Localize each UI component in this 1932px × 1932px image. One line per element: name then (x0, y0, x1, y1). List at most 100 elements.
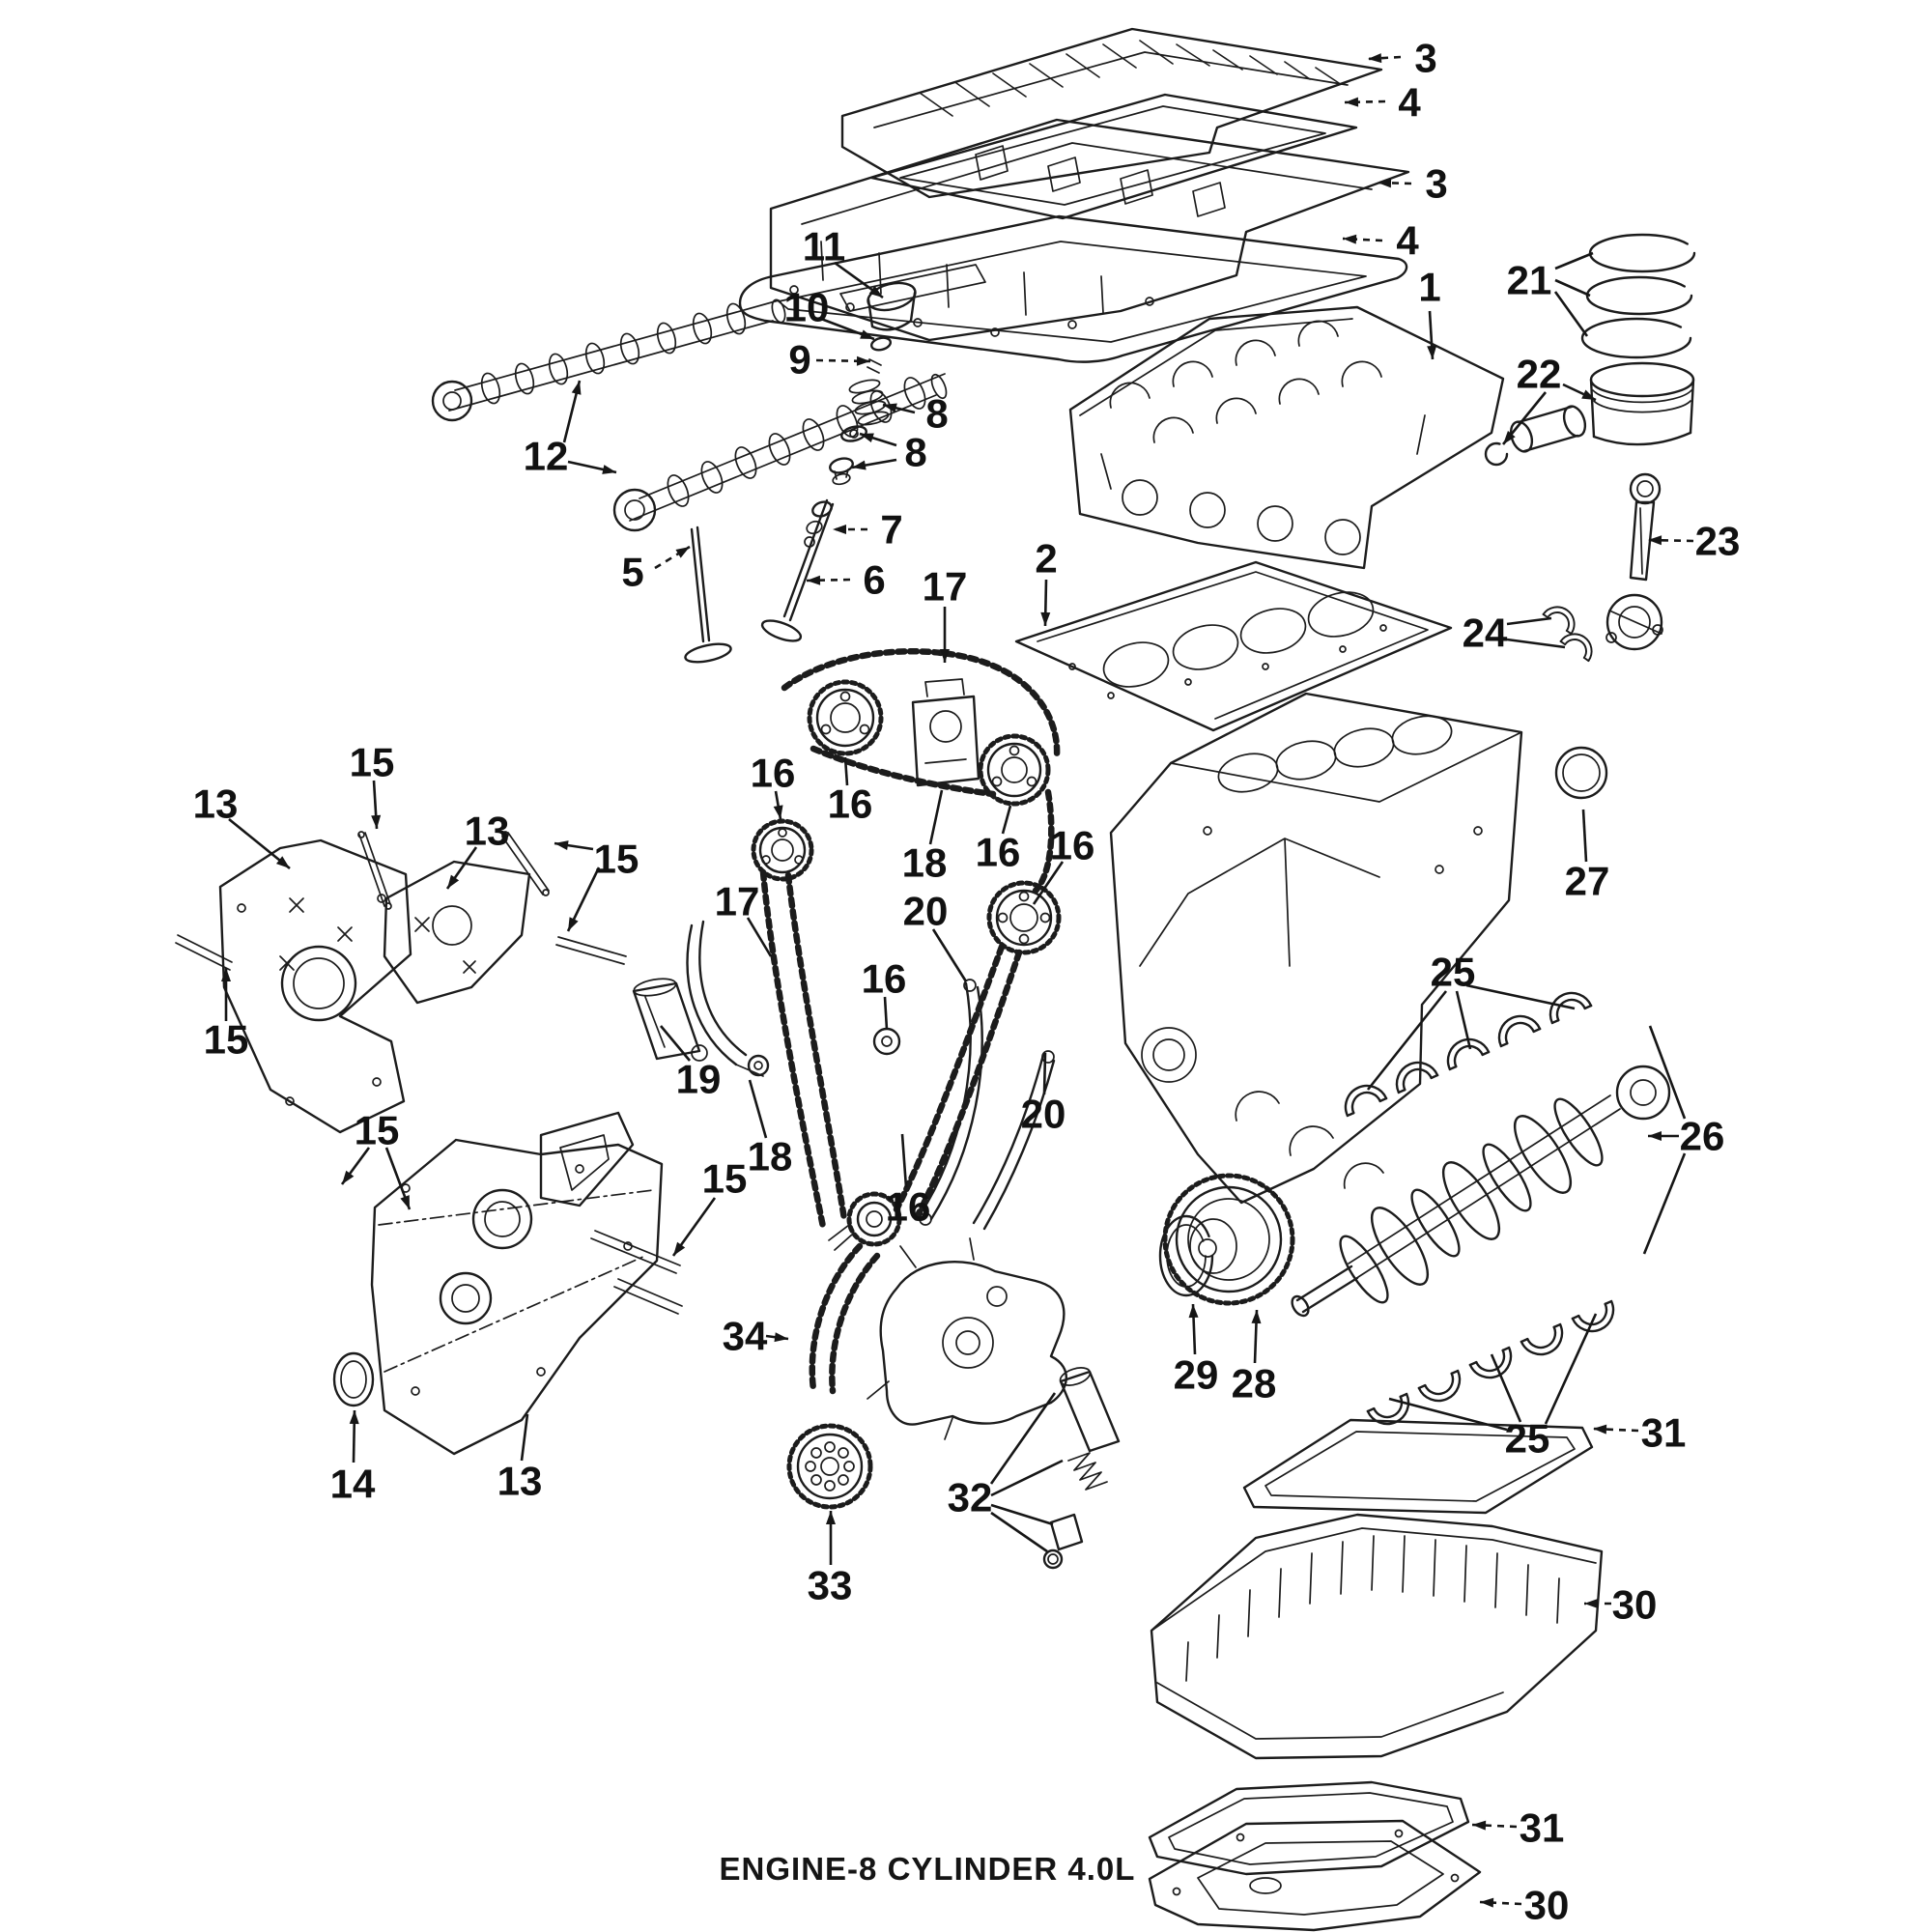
callout-31[interactable]: 31 (1641, 1410, 1687, 1456)
callout-1[interactable]: 1 (1418, 265, 1440, 310)
leader-arrowhead (1343, 234, 1357, 244)
leader-arrowhead (856, 355, 870, 366)
head-gasket-drawing (1014, 560, 1453, 732)
callout-28[interactable]: 28 (1232, 1361, 1277, 1406)
engine-block-drawing (1109, 692, 1523, 1205)
leader-arrowhead (1345, 97, 1359, 107)
callout-15[interactable]: 15 (355, 1108, 400, 1153)
leader-arrowhead (1427, 345, 1437, 359)
oil-pan-lower-drawing (1148, 1819, 1482, 1932)
callout-11[interactable]: 11 (803, 224, 845, 270)
callout-6[interactable]: 6 (863, 557, 885, 603)
leader-arrowhead (773, 805, 783, 819)
leader-arrowhead (571, 381, 582, 395)
callout-20[interactable]: 20 (903, 889, 949, 934)
callout-34[interactable]: 34 (723, 1314, 768, 1359)
leader-line (990, 1459, 1064, 1497)
callout-24[interactable]: 24 (1463, 611, 1508, 656)
callout-23[interactable]: 23 (1695, 519, 1741, 564)
callout-16[interactable]: 16 (976, 830, 1021, 875)
oil-pan-upper-drawing (1150, 1513, 1604, 1760)
oil-pump-sprocket-drawing (786, 1423, 873, 1510)
callout-5[interactable]: 5 (621, 550, 643, 595)
oil-pump-drawing (867, 1237, 1067, 1440)
callout-8[interactable]: 8 (925, 391, 948, 437)
callout-27[interactable]: 27 (1565, 859, 1610, 904)
callout-15[interactable]: 15 (204, 1017, 249, 1063)
callout-13[interactable]: 13 (465, 809, 510, 854)
callout-16[interactable]: 16 (828, 781, 873, 827)
leader-line (843, 756, 849, 786)
callout-15[interactable]: 15 (702, 1156, 748, 1202)
callout-8[interactable]: 8 (904, 430, 926, 475)
leader-line (746, 917, 773, 957)
callout-16[interactable]: 16 (886, 1184, 931, 1230)
callout-3[interactable]: 3 (1425, 161, 1447, 207)
leader-arrowhead (400, 1195, 410, 1209)
cylinder-head-drawing (1068, 305, 1505, 570)
front-crank-seal-drawing (1158, 1214, 1214, 1297)
callout-25[interactable]: 25 (1505, 1416, 1550, 1462)
leader-line (748, 1079, 768, 1139)
callout-19[interactable]: 19 (676, 1057, 722, 1102)
callout-30[interactable]: 30 (1612, 1582, 1658, 1628)
callout-29[interactable]: 29 (1174, 1352, 1219, 1398)
callout-4[interactable]: 4 (1396, 218, 1419, 264)
leader-line (815, 358, 871, 363)
leader-arrowhead (602, 465, 616, 474)
left-cam-sprocket-drawing (751, 818, 814, 882)
callout-20[interactable]: 20 (1021, 1092, 1066, 1137)
leader-line (1342, 237, 1383, 242)
callout-18[interactable]: 18 (748, 1134, 793, 1179)
callout-25[interactable]: 25 (1431, 950, 1476, 995)
leader-line (1490, 1353, 1522, 1423)
ignition-cover-gasket-drawing (869, 93, 1358, 220)
leader-arrowhead (1040, 611, 1051, 626)
leader-arrowhead (1472, 1820, 1487, 1831)
connecting-rod-drawing (1605, 472, 1663, 651)
callout-15[interactable]: 15 (594, 837, 639, 882)
leader-line (1554, 251, 1594, 270)
callout-10[interactable]: 10 (784, 285, 830, 330)
callout-17[interactable]: 17 (715, 879, 760, 924)
callout-17[interactable]: 17 (923, 564, 968, 610)
callout-21[interactable]: 21 (1507, 258, 1552, 303)
callout-3[interactable]: 3 (1414, 36, 1436, 81)
cover-gasket-strips-drawing (175, 831, 627, 971)
leader-line (1042, 1052, 1047, 1095)
callout-13[interactable]: 13 (497, 1459, 543, 1504)
callout-16[interactable]: 16 (862, 956, 907, 1002)
callout-16[interactable]: 16 (1050, 823, 1095, 868)
leader-line (1388, 1397, 1508, 1432)
leader-line (1366, 990, 1448, 1091)
callout-30[interactable]: 30 (1524, 1883, 1570, 1928)
leader-arrowhead (1593, 1424, 1607, 1435)
leader-line (1642, 1152, 1687, 1255)
leader-arrowhead (807, 575, 821, 585)
callout-26[interactable]: 26 (1680, 1114, 1725, 1159)
callout-9[interactable]: 9 (788, 337, 810, 383)
callout-22[interactable]: 22 (1517, 352, 1562, 397)
callout-14[interactable]: 14 (330, 1462, 376, 1507)
callout-16[interactable]: 16 (751, 751, 796, 796)
timing-cover-upper-left-drawing (218, 838, 412, 1134)
bracket-drawing (539, 1111, 635, 1208)
callout-12[interactable]: 12 (524, 434, 569, 479)
leader-arrowhead (1581, 389, 1596, 400)
callout-15[interactable]: 15 (350, 740, 395, 785)
callout-2[interactable]: 2 (1035, 536, 1057, 582)
leader-arrowhead (826, 1511, 836, 1524)
callout-13[interactable]: 13 (193, 781, 239, 827)
callout-31[interactable]: 31 (1520, 1805, 1565, 1851)
oil-pump-chain-drawing (809, 1242, 881, 1395)
callout-18[interactable]: 18 (902, 840, 948, 886)
leader-line (1455, 990, 1472, 1050)
callout-4[interactable]: 4 (1398, 80, 1421, 126)
ignition-cover-drawing (840, 27, 1383, 199)
exhaust-valve-drawing (760, 498, 835, 642)
camshaft-upper-drawing (431, 298, 786, 422)
callout-7[interactable]: 7 (880, 507, 902, 553)
callout-33[interactable]: 33 (808, 1563, 853, 1608)
leader-arrowhead (1584, 1599, 1598, 1608)
callout-32[interactable]: 32 (948, 1475, 993, 1520)
